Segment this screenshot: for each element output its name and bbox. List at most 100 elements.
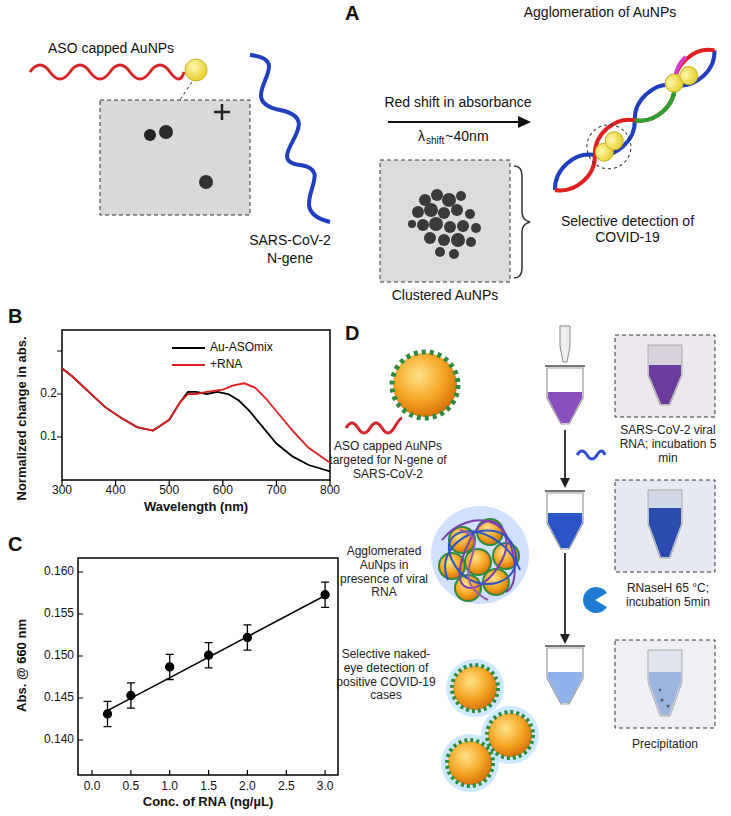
tem-cluster-image-part-part xyxy=(424,232,436,244)
data-points-part xyxy=(243,625,251,650)
plus-sign-part xyxy=(214,104,230,120)
tick-label: 3.0 xyxy=(317,780,334,794)
plus-sign xyxy=(214,104,230,120)
released-aunps-part-part xyxy=(448,741,492,785)
tem-cluster-image-part-part xyxy=(424,203,438,217)
tem-image xyxy=(100,100,250,215)
viral-rna xyxy=(577,451,605,459)
reaction-arrow-part xyxy=(388,121,520,123)
tick-label: 2.0 xyxy=(239,780,256,794)
dna-helix-part xyxy=(547,41,722,199)
tube-purple-part xyxy=(547,368,583,424)
part-label: ASO capped AuNPs xyxy=(48,40,174,56)
aso-strand-part xyxy=(30,65,184,79)
panel-letter: B xyxy=(8,305,22,328)
released-aunps-part xyxy=(448,666,532,785)
released-aunps-part-part xyxy=(452,665,498,711)
step-arrows-part xyxy=(564,430,566,480)
agglomerated-aunps-part xyxy=(431,506,529,604)
agglomerated-aunps-part xyxy=(445,531,520,585)
rnaseh-enzyme-part xyxy=(583,587,607,613)
photo-light-part xyxy=(649,672,681,715)
tube-purple-part xyxy=(548,392,582,423)
tem-cluster-image-part-part xyxy=(456,191,466,201)
tick-label: 700 xyxy=(266,484,286,498)
released-aunps xyxy=(441,659,539,792)
data-points-part xyxy=(243,634,251,642)
agglomerated-aunps-part xyxy=(439,519,519,601)
tem-cluster-image xyxy=(380,160,510,282)
tick-label: 500 xyxy=(159,484,179,498)
tem-image-part xyxy=(100,100,250,215)
tick-label: 2.5 xyxy=(278,780,295,794)
aso-aunp-part xyxy=(393,353,457,417)
tem-cluster-image-part xyxy=(408,189,481,259)
tick-label: 0.160 xyxy=(44,565,74,579)
dna-helix-part xyxy=(547,41,722,199)
tem-cluster-image-part-part xyxy=(465,209,475,219)
data-points xyxy=(104,582,330,727)
step-label: ASO capped AuNPs targeted for N-gene of … xyxy=(326,440,450,481)
photo-light-part xyxy=(659,689,661,691)
photo-light-part xyxy=(648,650,682,716)
photo-purple-part xyxy=(615,335,715,417)
tick-label: 0.145 xyxy=(44,691,74,705)
n-gene-strand-part xyxy=(250,55,330,222)
tem-cluster-image-part xyxy=(380,160,510,282)
aso-aunp-part xyxy=(392,352,458,418)
released-aunps-part-part xyxy=(488,713,532,757)
tem-cluster-image-part-part xyxy=(444,221,456,233)
photo-caption: SARS-CoV-2 viral RNA; incubation 5 min xyxy=(612,424,724,465)
tem-cluster-image-part-part xyxy=(429,217,443,231)
linear-fit xyxy=(108,596,326,711)
tube-light-part xyxy=(545,645,585,647)
chart-c-frame xyxy=(78,558,338,775)
tick-label: 800 xyxy=(320,484,340,498)
image-caption: Clustered AuNPs xyxy=(392,287,499,303)
tem-image-part xyxy=(199,175,213,189)
spectrum-curves-part xyxy=(62,368,330,471)
data-points-part xyxy=(104,701,112,726)
agglomerated-aunps xyxy=(431,506,529,604)
tick-label: 0.140 xyxy=(44,733,74,747)
tick-label: 0.1 xyxy=(40,430,57,444)
tick-label: 0.150 xyxy=(44,649,74,663)
chart-c-frame-part xyxy=(78,572,325,775)
dna-helix-part xyxy=(602,128,627,153)
released-aunps-part-part xyxy=(447,740,493,786)
linear-fit-part xyxy=(108,596,326,711)
tick-label: 300 xyxy=(52,484,72,498)
data-points-part xyxy=(321,582,329,607)
aso-aunp xyxy=(346,352,458,433)
tem-cluster-image-part-part xyxy=(451,233,465,247)
legend-samples-part xyxy=(172,347,205,349)
released-aunps-part-part xyxy=(453,666,497,710)
tem-cluster-image-part-part xyxy=(438,234,450,246)
photo-caption: Precipitation xyxy=(632,738,698,752)
pipette xyxy=(560,326,570,362)
bracket xyxy=(514,166,530,278)
tem-cluster-image-part-part xyxy=(471,223,481,233)
aso-strand xyxy=(30,59,207,100)
tem-cluster-image-part-part xyxy=(435,247,445,257)
tick-label: 0.2 xyxy=(40,387,57,401)
data-points-part xyxy=(127,692,135,700)
tick-label: 0.0 xyxy=(84,780,101,794)
axis-title: Conc. of RNA (ng/µL) xyxy=(143,795,273,810)
spectrum-curves xyxy=(62,368,330,471)
photo-purple-part xyxy=(649,365,681,404)
tem-cluster-image-part-part xyxy=(431,189,443,201)
tem-cluster-image-part-part xyxy=(466,237,476,247)
step-arrows-part xyxy=(560,634,570,644)
aso-strand-part xyxy=(185,59,207,81)
part-label: N-gene xyxy=(267,250,313,266)
dna-helix-part xyxy=(578,116,640,178)
n-gene-strand xyxy=(250,55,330,222)
tube-light-part xyxy=(548,672,582,703)
subscript-text: shift xyxy=(426,135,444,147)
tem-cluster-image-part-part xyxy=(449,249,459,259)
photo-purple-part xyxy=(648,345,682,405)
tube-light-part xyxy=(547,648,583,704)
arrow-label: Red shift in absorbance xyxy=(384,94,531,110)
reaction-arrow-part xyxy=(518,116,531,128)
